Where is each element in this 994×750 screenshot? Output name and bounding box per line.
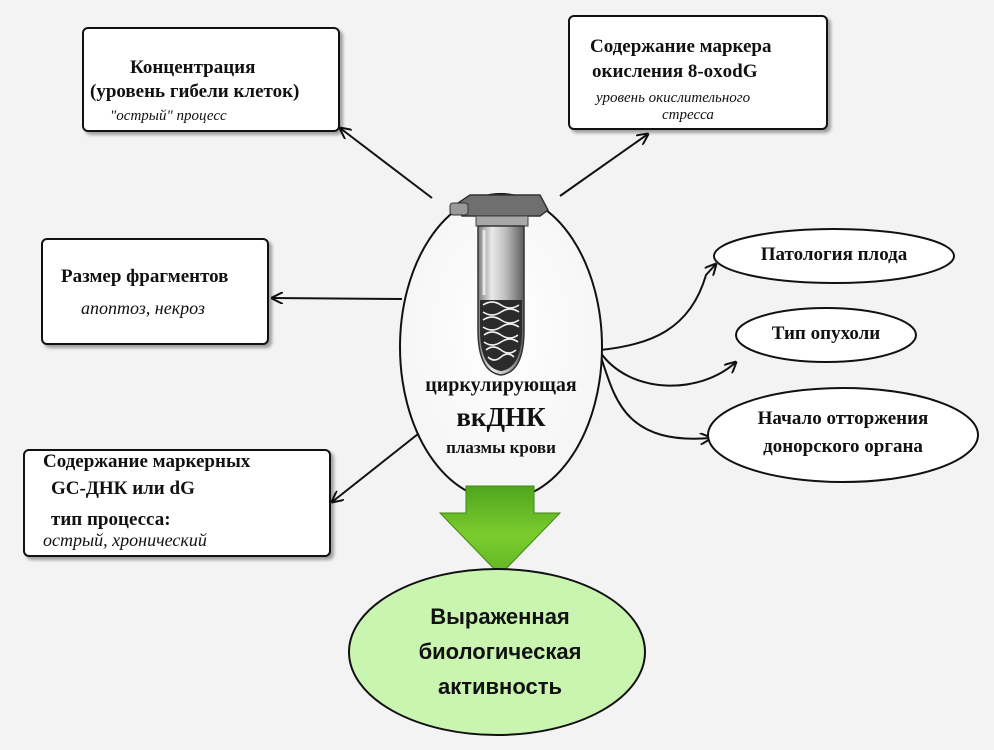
markers-title-1: Содержание маркерных: [43, 451, 251, 472]
result-label-1: Выраженная: [430, 604, 570, 629]
markers-title-3: тип процесса:: [51, 509, 171, 530]
result-label-3: активность: [437, 674, 563, 699]
arrow-to-fetus: [599, 264, 716, 351]
ellipse-fetus: [713, 228, 955, 284]
center-label-3: плазмы крови: [446, 438, 556, 457]
concentration-title-1: Концентрация: [130, 57, 256, 78]
tumor-label: Тип опухоли: [771, 323, 881, 344]
ellipse-tumor: [735, 307, 917, 363]
oxidation-note-1: уровень окислительного: [596, 90, 751, 106]
green-down-arrow: [438, 485, 562, 576]
fetus-label: Патология плода: [760, 244, 908, 265]
center-label-2: вкДНК: [456, 402, 546, 432]
test-tube-dna-icon: [449, 194, 549, 376]
arrow-to-concentration: [340, 128, 433, 199]
fragments-title: Размер фрагментов: [61, 266, 229, 287]
arrow-to-oxidation: [559, 134, 648, 197]
oxidation-title-2: окисления 8-oxodG: [592, 61, 758, 82]
box-oxidation: Содержание маркера окисления 8-oxodG уро…: [568, 15, 828, 130]
box-fragments: Размер фрагментов апоптоз, некроз: [41, 238, 269, 345]
box-markers: Содержание маркерных GC-ДНК или dG тип п…: [23, 449, 331, 557]
box-concentration: Концентрация (уровень гибели клеток) "ос…: [82, 27, 340, 132]
markers-title-2: GC-ДНК или dG: [51, 478, 195, 499]
rejection-label-1: Начало отторжения: [757, 408, 929, 429]
concentration-title-2: (уровень гибели клеток): [90, 81, 300, 102]
concentration-note: "острый" процесс: [110, 108, 227, 124]
oxidation-title-1: Содержание маркера: [590, 36, 772, 57]
result-label-2: биологическая: [418, 639, 582, 664]
rejection-label-2: донорского органа: [763, 436, 923, 457]
arrow-to-rejection: [599, 353, 711, 439]
ellipse-rejection: [707, 387, 979, 483]
arrow-to-fragments: [272, 298, 403, 299]
fragments-note: апоптоз, некроз: [81, 298, 205, 318]
arrow-to-markers: [332, 433, 419, 502]
arrow-to-tumor: [599, 351, 736, 387]
result-ellipse: [348, 568, 646, 736]
center-label-1: циркулирующая: [425, 374, 577, 396]
oxidation-note-2: стресса: [662, 107, 714, 123]
markers-note: острый, хронический: [43, 530, 207, 550]
